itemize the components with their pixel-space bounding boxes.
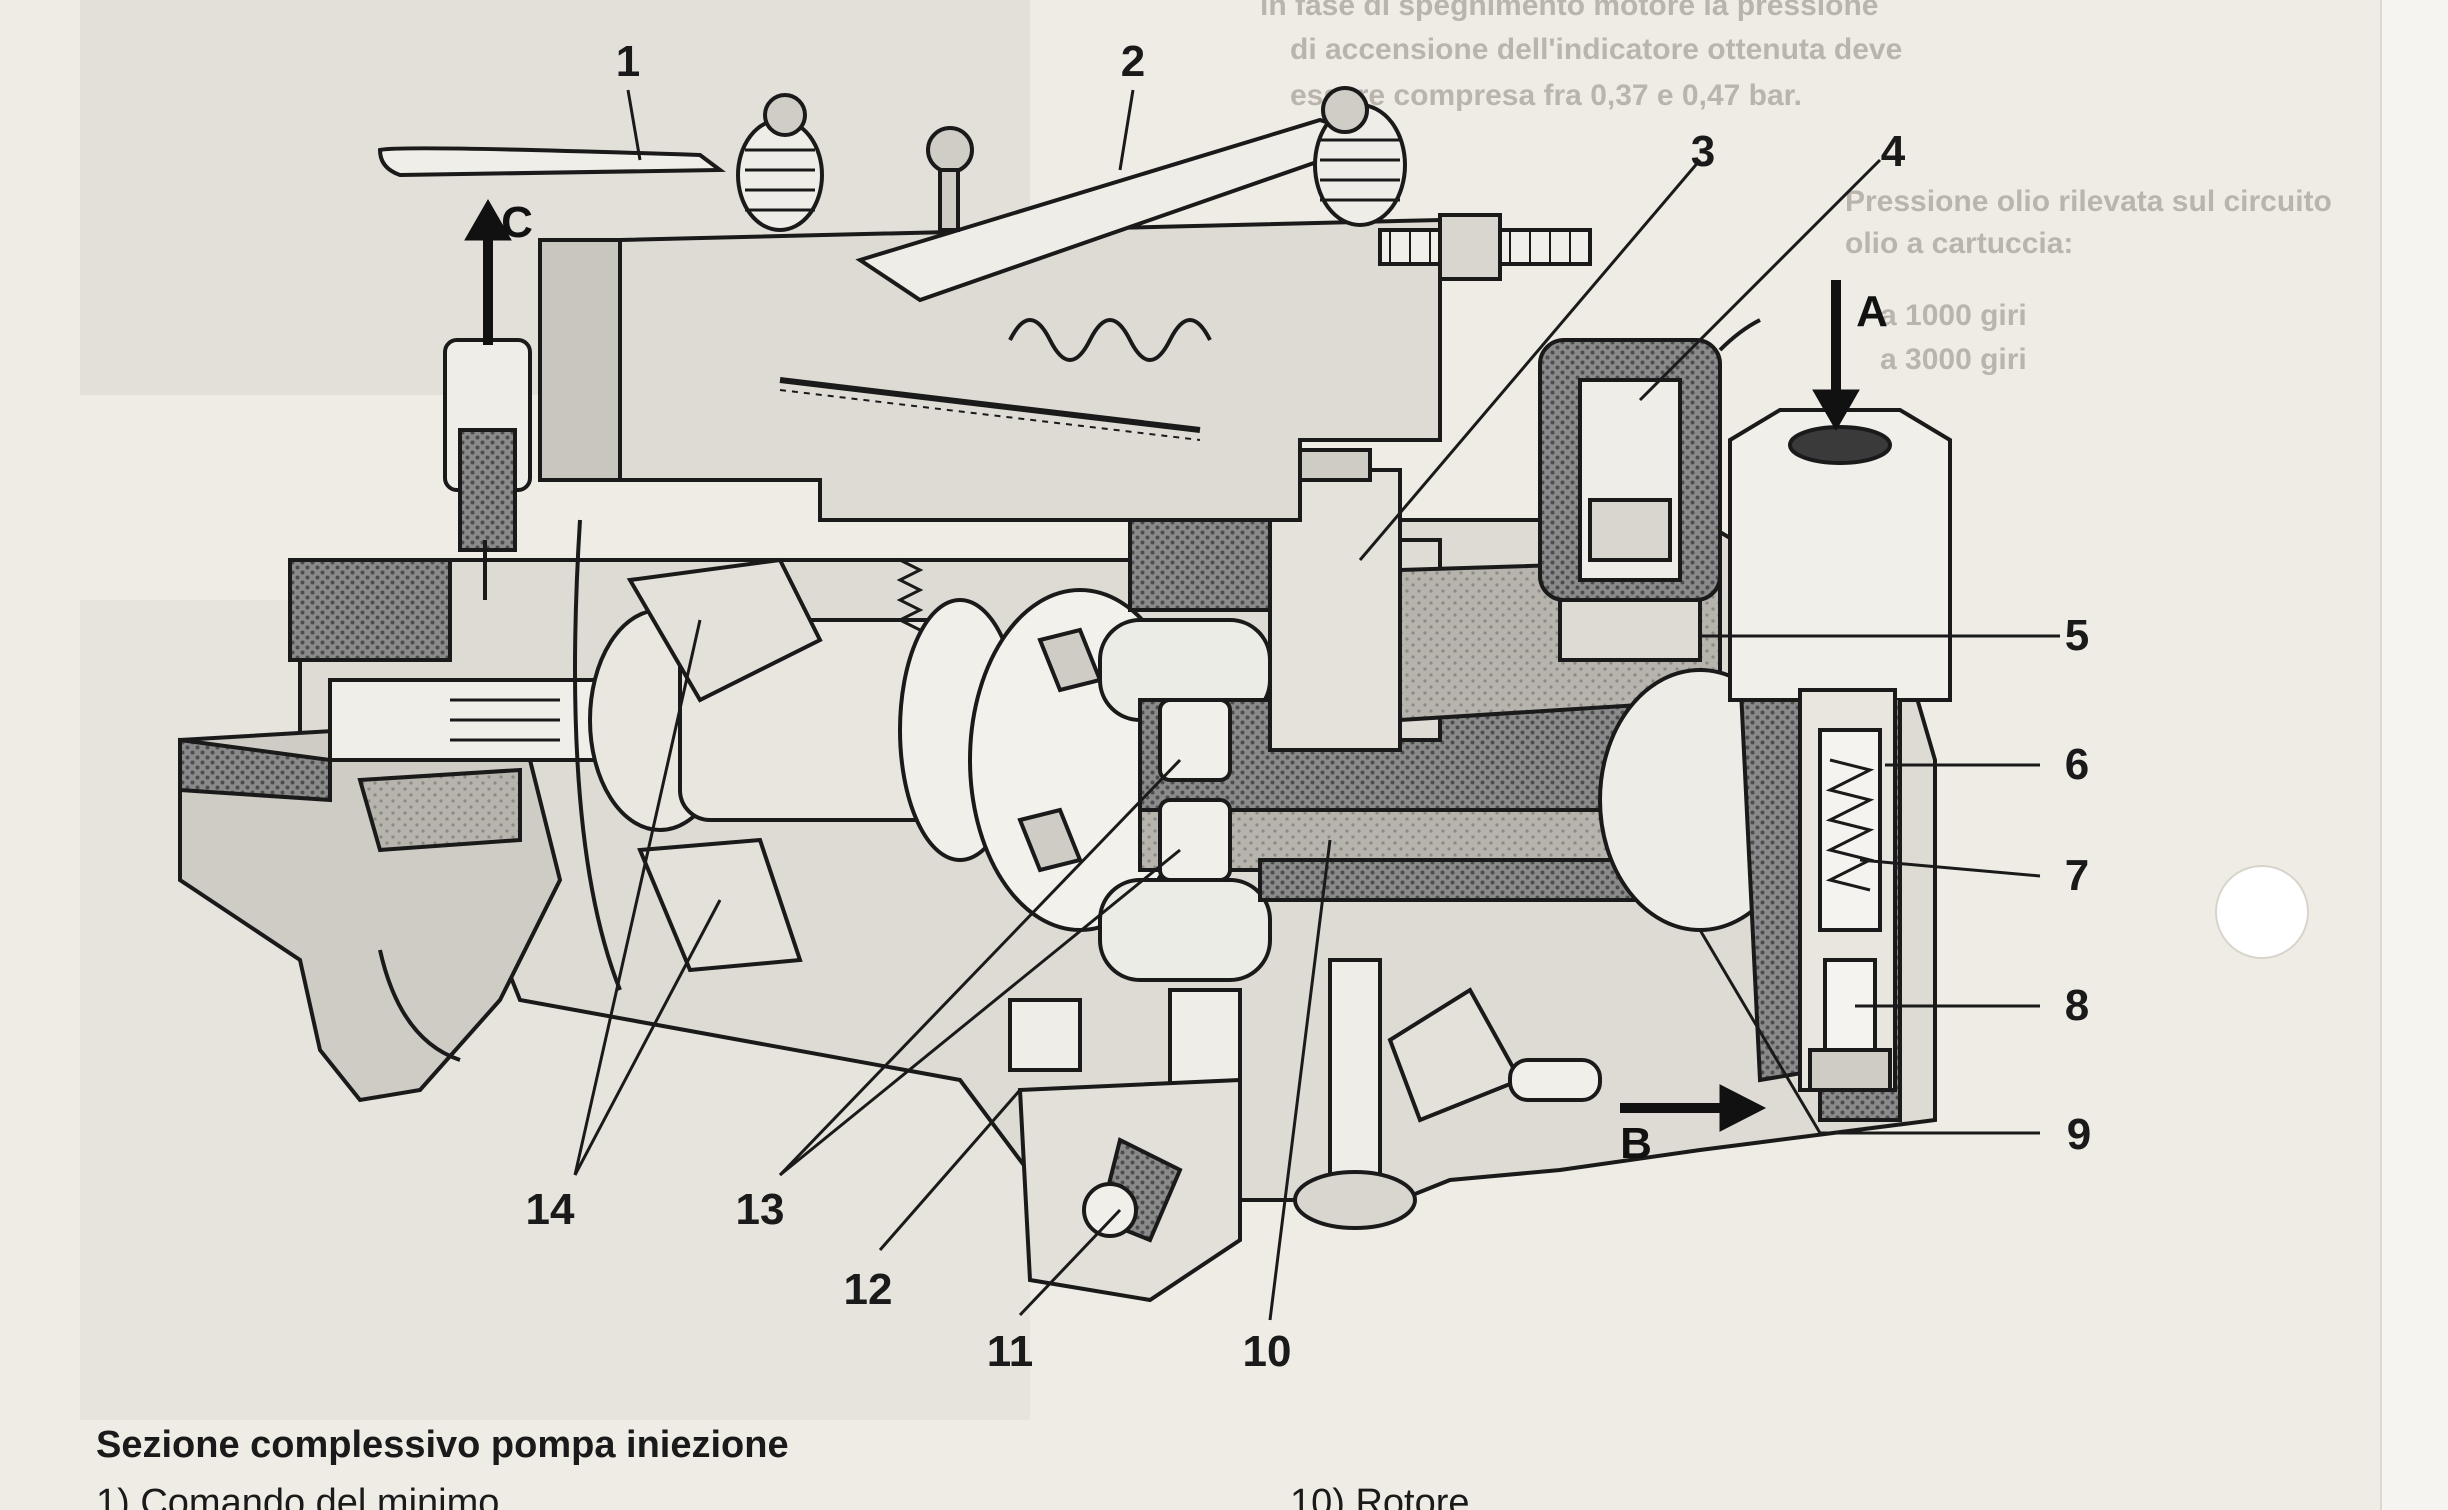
flow-label-a: A [1856,287,1888,336]
callout-8: 8 [2064,981,2090,1030]
idle-control-lever [377,93,824,232]
callout-12: 12 [843,1265,893,1314]
page-edge [2380,0,2448,1510]
bleed-text-line: in fase di spegnimento motore la pressio… [1260,0,1879,22]
callout-10: 10 [1242,1327,1292,1376]
adjusting-screw [1378,213,1592,281]
callout-13: 13 [735,1185,785,1234]
figure-caption: Sezione complessivo pompa iniezione [96,1424,789,1466]
callout-6: 6 [2064,740,2090,789]
flow-label-c: C [501,198,533,247]
regulating-valve [1798,688,1897,1092]
governor-cover [538,217,1442,522]
callout-9: 9 [2066,1110,2092,1159]
bleed-text-line: di accensione dell'indicatore ottenuta d… [1290,33,1903,66]
speed-control-lever [855,86,1407,303]
cam-ring [968,588,1272,982]
callout-5: 5 [2064,611,2090,660]
bleed-text-line: a 3000 giri [1880,343,2027,376]
stop-solenoid [1538,318,1761,662]
binder-punch-hole [2215,865,2309,959]
bleed-text-line: Pressione olio rilevata sul circuito [1845,185,2332,218]
legend-item-10: 10) Rotore [1290,1482,1470,1510]
callout-2: 2 [1120,37,1146,86]
callout-4: 4 [1880,127,1906,176]
legend-item-1: 1) Comando del minimo [96,1482,500,1510]
callout-3: 3 [1690,127,1716,176]
governor-spring [779,318,1212,632]
bleed-text-line: olio a cartuccia: [1845,227,2074,260]
callout-1: 1 [615,37,641,86]
leader-lines [573,89,2060,1321]
callout-11: 11 [986,1327,1034,1376]
pump-base-flange [178,717,563,1103]
callout-7: 7 [2064,851,2090,900]
flow-arrows [464,198,1860,1132]
return-fuel-outlet [443,338,532,600]
governor-weights [573,519,823,991]
delivery-outlet [1293,958,1602,1230]
lower-fittings [1008,988,1242,1303]
callout-14: 14 [525,1185,575,1234]
flow-label-b: B [1620,1119,1652,1168]
bleed-text-line: a 1000 giri [1880,299,2027,332]
